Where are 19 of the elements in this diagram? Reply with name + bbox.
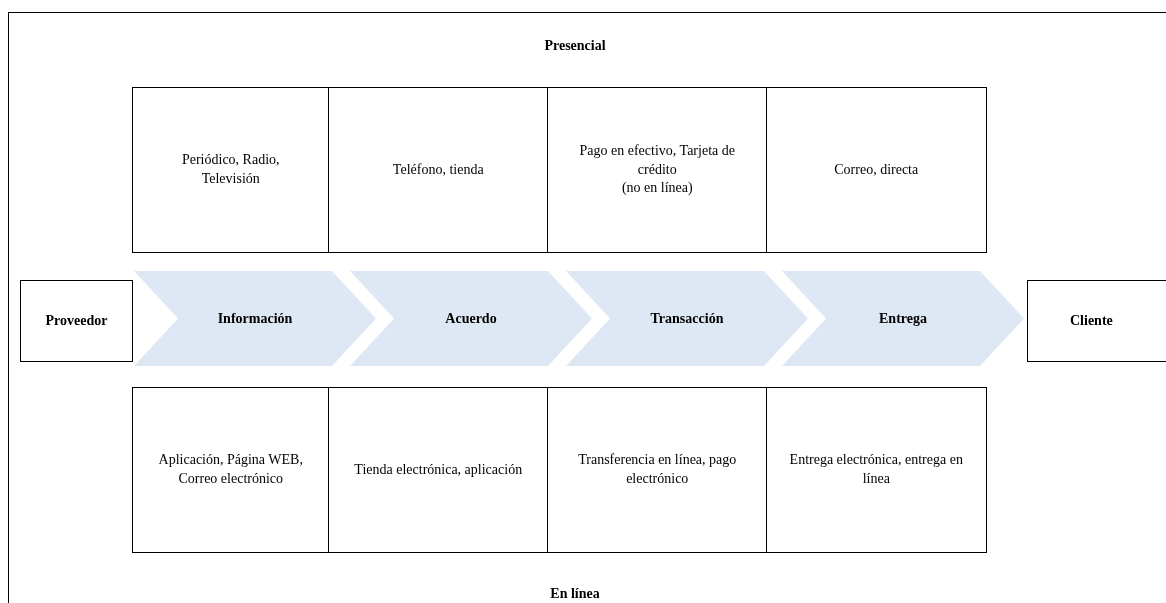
box-text: Pago en efectivo, Tarjeta de crédito <box>578 141 736 179</box>
box-text: Tienda electrónica, aplicación <box>354 460 523 479</box>
box-text: Proveedor <box>45 311 108 330</box>
step-title: Transacción <box>650 310 724 327</box>
step-title: Entrega <box>879 310 927 327</box>
box-text: Correo, directa <box>834 160 919 179</box>
box-text: Entrega electrónica, entrega en línea <box>789 451 964 488</box>
party-box <box>20 280 133 362</box>
box-text: Cliente <box>1070 311 1113 330</box>
section-label: Presencial <box>543 38 607 54</box>
box-text: (no en línea) <box>621 179 693 198</box>
box-text: Aplicación, Página WEB, Correo electrónico <box>157 451 304 488</box>
box-text: Transferencia en línea, pago electrónico <box>577 451 738 488</box>
box-text: Periódico, Radio, Televisión <box>180 151 281 188</box>
party-box <box>1027 280 1166 362</box>
section-label: En línea <box>549 586 601 602</box>
step-title: Información <box>217 310 293 327</box>
step-title: Acuerdo <box>445 310 497 327</box>
box-text: Teléfono, tienda <box>392 160 484 179</box>
